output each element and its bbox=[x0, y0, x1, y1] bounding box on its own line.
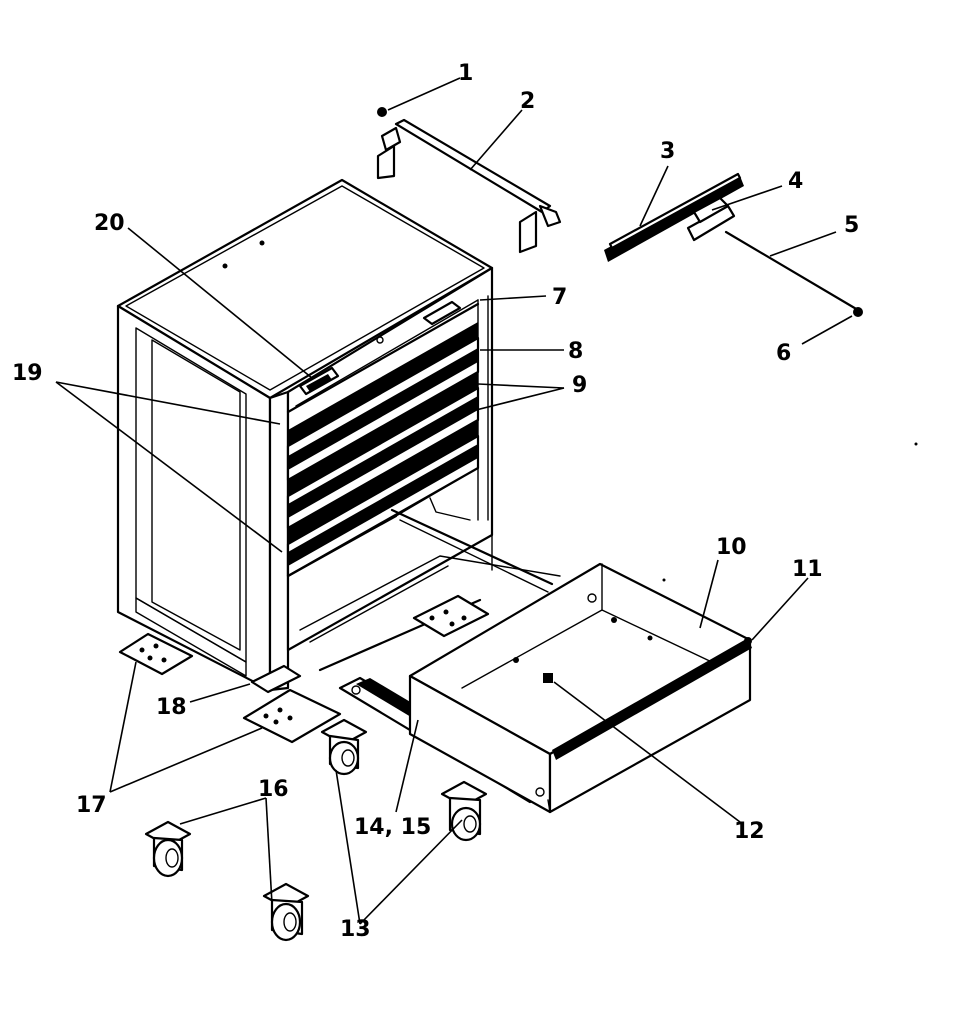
callout-7: 7 bbox=[552, 285, 567, 310]
caster-16a bbox=[144, 820, 192, 878]
leader-lines bbox=[55, 77, 853, 925]
callout-8: 8 bbox=[568, 339, 583, 364]
caster-13a bbox=[320, 718, 368, 776]
callout-16: 16 bbox=[258, 777, 289, 802]
rail-assembly bbox=[604, 172, 863, 317]
callout-3: 3 bbox=[660, 139, 675, 164]
callout-20: 20 bbox=[94, 211, 125, 236]
drawer-stack bbox=[286, 299, 480, 578]
callout-2: 2 bbox=[520, 89, 535, 114]
callout-13: 13 bbox=[340, 917, 371, 942]
caster-16b bbox=[262, 882, 310, 942]
callout-11: 11 bbox=[792, 557, 823, 582]
callout-labels: 1 2 3 4 5 6 7 8 9 10 11 12 13 14, 15 16 … bbox=[12, 61, 859, 942]
callout-4: 4 bbox=[788, 169, 803, 194]
callout-5: 5 bbox=[844, 213, 859, 238]
open-drawer-cavity bbox=[287, 497, 561, 672]
caster-wheels bbox=[144, 718, 488, 942]
callout-9: 9 bbox=[572, 373, 587, 398]
callout-17: 17 bbox=[76, 793, 107, 818]
callout-6: 6 bbox=[776, 341, 791, 366]
caster-13b bbox=[440, 780, 488, 842]
callout-12: 12 bbox=[734, 819, 765, 844]
lid-hardware bbox=[298, 300, 462, 396]
callout-19: 19 bbox=[12, 361, 43, 386]
callout-18: 18 bbox=[156, 695, 187, 720]
callout-10: 10 bbox=[716, 535, 747, 560]
callout-1: 1 bbox=[458, 61, 473, 86]
callout-14-15: 14, 15 bbox=[354, 815, 431, 840]
open-drawer bbox=[408, 562, 752, 814]
mounting-plates bbox=[118, 594, 490, 744]
